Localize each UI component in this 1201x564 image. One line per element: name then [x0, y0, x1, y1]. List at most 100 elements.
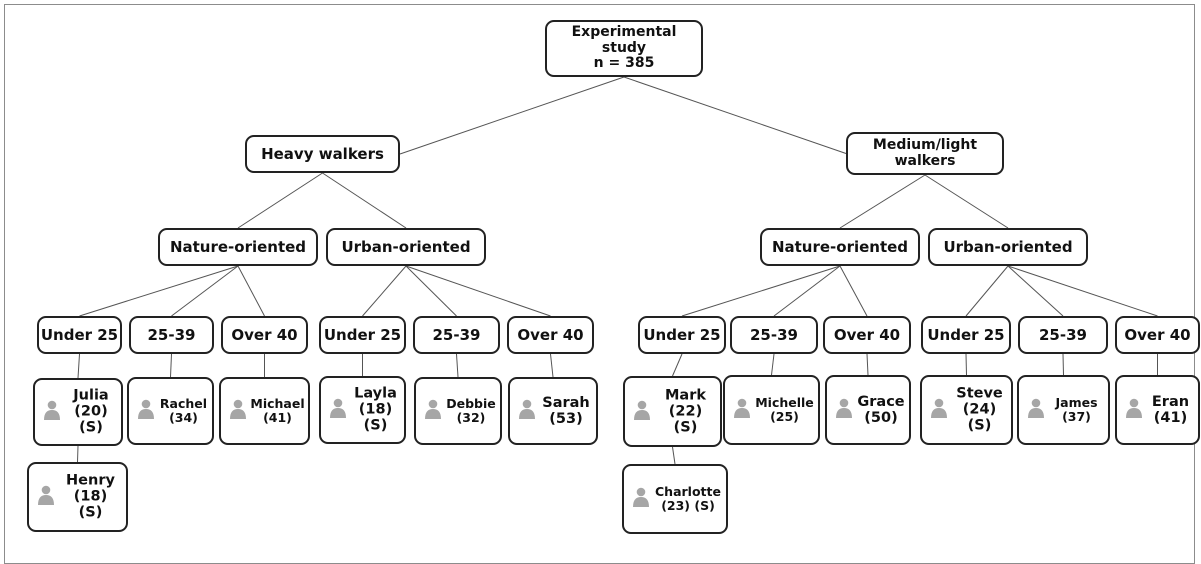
age-node-under-25: Under 25: [319, 316, 406, 354]
connector-n-mu-a-mu1: [965, 265, 1009, 317]
participant-name: Henry: [66, 472, 115, 489]
connector-n-hu-a-hu3: [405, 265, 551, 317]
participant-name: Layla: [354, 385, 397, 402]
connector-a-hn1-p-julia: [77, 353, 80, 379]
participant-name: James: [1055, 395, 1098, 410]
participant-age: (24): [962, 401, 997, 418]
connector-n-mu-a-mu2: [1007, 265, 1064, 317]
connector-n-hu-a-hu2: [405, 265, 457, 317]
orientation-label: Nature-oriented: [169, 237, 307, 256]
participant-age: (20): [74, 403, 108, 420]
person-icon: [519, 399, 535, 419]
age-node-under-25: Under 25: [638, 316, 726, 354]
group-node-medium-light-walkers: Medium/light walkers: [846, 132, 1004, 175]
connector-n-hu-a-hu1: [362, 265, 407, 317]
age-label: Under 25: [40, 325, 119, 344]
group-label-line-1: Medium/light: [872, 136, 978, 153]
person-icon: [230, 399, 246, 419]
orientation-label: Urban-oriented: [341, 237, 471, 256]
connector-n-mn-a-mn2: [773, 265, 841, 317]
connector-a-mu2-p-james: [1062, 353, 1064, 376]
age-node-under-25: Under 25: [37, 316, 122, 354]
connector-n-medium-n-mn: [839, 174, 926, 229]
participant-michelle: Michelle(25): [723, 375, 820, 445]
connector-p-mark-p-charlotte: [672, 446, 676, 465]
participant-debbie: Debbie(32): [414, 377, 502, 445]
person-icon: [138, 399, 154, 419]
participant-name: Steve: [956, 385, 1003, 402]
participant-grace: Grace(50): [825, 375, 911, 445]
age-node-over-40: Over 40: [507, 316, 594, 354]
orientation-label: Nature-oriented: [771, 237, 909, 256]
participant-name: Charlotte: [655, 484, 721, 499]
age-label: Under 25: [927, 325, 1005, 344]
participant-steve: Steve(24)(S): [920, 375, 1013, 445]
person-icon: [425, 399, 441, 419]
connector-n-mn-a-mn1: [681, 265, 841, 317]
connector-n-medium-n-mu: [924, 174, 1009, 229]
person-icon: [634, 400, 650, 420]
participant-name: Sarah: [542, 394, 590, 411]
participant-michael: Michael(41): [219, 377, 310, 445]
orientation-node-heavy-nature: Nature-oriented: [158, 228, 318, 266]
participant-name: Rachel: [159, 396, 208, 411]
participant-name: Grace: [857, 393, 905, 410]
person-icon: [44, 400, 60, 420]
connector-n-hn-a-hn1: [79, 265, 239, 317]
root-line-2: study: [601, 39, 647, 56]
age-label: 25-39: [147, 325, 196, 344]
age-label: Under 25: [323, 325, 402, 344]
age-label: 25-39: [432, 325, 481, 344]
age-node-25-39: 25-39: [1018, 316, 1108, 354]
participant-eran: Eran(41): [1115, 375, 1200, 445]
participant-henry: Henry(18)(S): [27, 462, 128, 532]
group-label: Heavy walkers: [261, 144, 384, 163]
connector-n-heavy-n-hn: [237, 172, 323, 229]
root-node-experimental-study: Experimental study n = 385: [545, 20, 703, 77]
connector-a-mu1-p-steve: [965, 353, 967, 376]
participant-rachel: Rachel(34): [127, 377, 214, 445]
orientation-node-medium-nature: Nature-oriented: [760, 228, 920, 266]
person-icon: [1028, 398, 1044, 418]
participant-name: Michael: [250, 396, 305, 411]
orientation-node-medium-urban: Urban-oriented: [928, 228, 1088, 266]
age-label: Over 40: [833, 325, 901, 344]
connector-a-mn2-p-michelle: [771, 353, 775, 376]
age-node-25-39: 25-39: [129, 316, 214, 354]
person-icon: [836, 398, 852, 418]
age-node-25-39: 25-39: [730, 316, 818, 354]
connector-a-mn1-p-mark: [672, 353, 683, 377]
participant-name: Eran: [1151, 393, 1190, 410]
participant-name: Mark: [664, 387, 706, 404]
age-node-under-25: Under 25: [921, 316, 1011, 354]
participant-age: (32): [456, 410, 486, 425]
participant-age-tag: (23) (S): [661, 498, 715, 513]
connector-n-hn-a-hn3: [237, 265, 265, 317]
connector-a-hu3-p-sarah: [550, 353, 554, 378]
participant-age: (41): [1153, 410, 1188, 426]
connector-n-root-n-heavy: [399, 76, 625, 155]
participant-tag: (S): [673, 419, 698, 436]
participant-tag: (S): [78, 505, 103, 522]
participant-name: Debbie: [446, 396, 496, 411]
age-label: Under 25: [643, 325, 721, 344]
participant-age: (18): [358, 401, 393, 418]
age-node-over-40: Over 40: [823, 316, 911, 354]
participant-age: (22): [668, 403, 703, 420]
participant-tag: (S): [363, 418, 388, 435]
participant-sarah: Sarah(53): [508, 377, 598, 445]
participant-james: James(37): [1017, 375, 1110, 445]
age-label: Over 40: [1124, 325, 1191, 344]
age-label: 25-39: [750, 325, 798, 344]
person-icon: [1126, 398, 1142, 418]
participant-tag: (S): [967, 418, 992, 435]
participant-age: (34): [169, 410, 198, 425]
participant-name: Michelle: [755, 395, 814, 410]
connector-n-mn-a-mn3: [839, 265, 868, 317]
connector-lines: [77, 76, 1158, 465]
age-label: 25-39: [1039, 325, 1087, 344]
participant-mark: Mark(22)(S): [623, 376, 722, 447]
participant-charlotte: Charlotte(23) (S): [622, 464, 728, 534]
person-icon: [931, 398, 947, 418]
participant-julia: Julia(20)(S): [33, 378, 123, 446]
